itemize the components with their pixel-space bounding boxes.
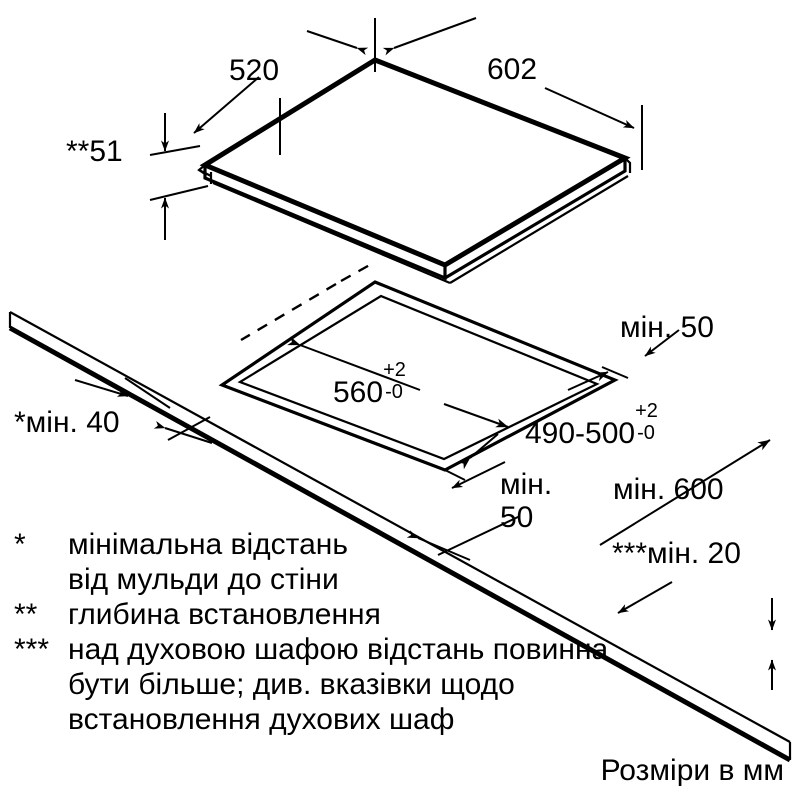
legend-mark-3: *** (14, 633, 50, 666)
projection-hidden-line (240, 260, 376, 342)
legend-text-3-line-1: над духовою шафою відстань повинна (68, 633, 609, 666)
cutout-depth-tol-lower: -0 (637, 422, 655, 444)
label-clearance-front-50-word: мін. (500, 468, 553, 501)
legend-text-3-line-3: встановлення духових шаф (68, 703, 455, 736)
legend-item-3: *** над духовою шафою відстань повинна (14, 632, 784, 667)
legend-item-2: ** глибина встановлення (14, 597, 784, 632)
legend-mark-1: * (14, 528, 26, 561)
clearance-rear-50 (644, 329, 680, 357)
dimension-51-height (149, 113, 209, 240)
label-cutout-depth-490-500: 490-500+2-0 (525, 401, 659, 450)
dimension-560 (287, 336, 509, 428)
dimension-520 (193, 18, 376, 155)
worktop-assembly (8, 311, 792, 763)
label-height-51: **51 (66, 135, 123, 168)
legend-block: * мінімальна відстань від мульди до стін… (14, 527, 784, 737)
label-clearance-side-40: *мін. 40 (14, 406, 120, 439)
cutout-width-tol-upper: +2 (383, 359, 406, 381)
legend-text-3-line-2: бути більше; див. вказівки щодо (68, 668, 515, 701)
cutout-depth-value: 490-500 (525, 417, 636, 450)
legend-mark-2: ** (14, 598, 38, 631)
label-clearance-below-20: ***мін. 20 (612, 537, 741, 570)
dimension-490-500 (444, 366, 629, 481)
label-depth-520: 520 (229, 54, 280, 87)
clearance-side-40 (74, 377, 213, 444)
cutout-width-tolerance: +2-0 (383, 360, 407, 403)
label-cutout-width-560: 560+2-0 (333, 360, 407, 409)
legend-text-1-line-2: від мульди до стіни (68, 563, 339, 596)
label-clearance-worktop-600: мін. 600 (613, 473, 724, 506)
cutout-depth-tolerance: +2-0 (635, 401, 659, 444)
clearance-worktop-600 (599, 439, 771, 614)
clearance-front-50 (406, 461, 521, 561)
units-note: Розміри в мм (600, 754, 784, 787)
cutout-width-value: 560 (333, 376, 384, 409)
label-width-602: 602 (487, 53, 538, 86)
label-clearance-front-50-value: 50 (500, 501, 534, 534)
cutout-depth-tol-upper: +2 (635, 400, 658, 422)
legend-text-2-line-1: глибина встановлення (68, 598, 381, 631)
legend-text-1-line-1: мінімальна відстань (68, 528, 348, 561)
label-clearance-rear-50: мін. 50 (620, 311, 714, 344)
cooktop-isometric (197, 57, 632, 285)
legend-item-1: * мінімальна відстань (14, 527, 784, 562)
cutout-width-tol-lower: -0 (385, 381, 403, 403)
